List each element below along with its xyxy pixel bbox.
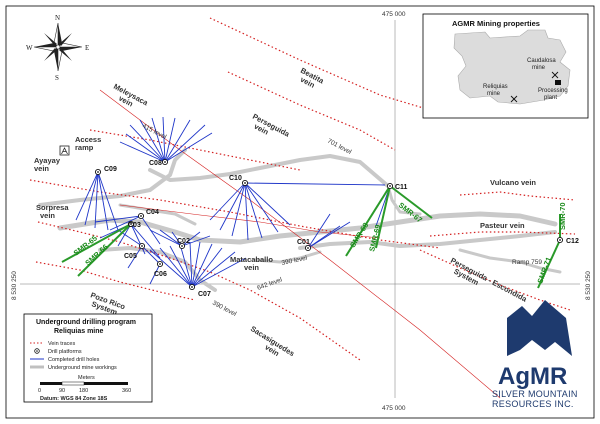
- vulcano-vein-label: Vulcano vein: [490, 178, 536, 187]
- inset-caudalosa-2: mine: [532, 65, 546, 71]
- scale-tick-360: 360: [122, 388, 131, 394]
- sorpresa-vein-label-1: Sorpresa: [36, 203, 69, 212]
- smr-70-label: SMR-70: [558, 202, 567, 230]
- inset-property-outline: [453, 29, 571, 105]
- access-ramp-label-1: Access: [75, 135, 101, 144]
- inset-plant-icon: [555, 80, 561, 85]
- easting-top-label: 475 000: [382, 11, 406, 18]
- inset-reliquias-2: mine: [487, 91, 501, 97]
- pasteur-vein-label: Pasteur vein: [480, 221, 525, 230]
- inset-mine-icon: [551, 71, 559, 79]
- datum-label: Datum: WGS 84 Zone 18S: [40, 396, 108, 402]
- platform-c11: C11: [386, 182, 408, 191]
- platform-c06: C06: [154, 260, 167, 278]
- legend-item-workings: Underground mine workings: [48, 365, 117, 371]
- access-ramp-icon: [59, 145, 70, 156]
- legend-item-holes: Completed drill holes: [48, 357, 100, 363]
- compass-w: W: [26, 44, 33, 52]
- compass-e: E: [85, 44, 89, 52]
- scale-tick-0: 0: [38, 388, 41, 394]
- matacaballo-vein-label-2: vein: [244, 263, 259, 272]
- easting-bottom-label: 475 000: [382, 405, 406, 412]
- legend: Underground drilling program Reliquias m…: [23, 313, 153, 403]
- compass-n: N: [55, 14, 60, 22]
- inset-processing-2: plant: [544, 95, 557, 101]
- platform-c09: C09: [94, 166, 117, 176]
- ramp-759-label: Ramp 759: [512, 259, 542, 266]
- legend-title-2: Reliquias mine: [54, 328, 104, 335]
- inset-reliquias-1: Reliquias: [483, 84, 508, 90]
- inset-processing-1: Processing: [538, 88, 568, 94]
- platform-c12: C12: [556, 236, 579, 245]
- svg-text:C06: C06: [154, 271, 167, 278]
- scale-tick-90: 90: [59, 388, 65, 394]
- inset-title: AGMR Mining properties: [452, 19, 540, 28]
- platform-c10: C10: [229, 175, 249, 187]
- logo-line-1: SILVER MOUNTAIN: [492, 389, 578, 399]
- new-drill-holes: [61, 185, 561, 289]
- platform-c01: C01: [297, 239, 312, 252]
- svg-text:C07: C07: [198, 291, 211, 298]
- svg-text:C09: C09: [104, 166, 117, 173]
- northing-left-label: 8 530 250: [11, 271, 18, 300]
- compass-s: S: [55, 74, 59, 82]
- access-ramp-label-2: ramp: [75, 143, 94, 152]
- platform-c07: C07: [188, 283, 211, 298]
- grid: [20, 20, 580, 398]
- legend-item-vein: Vein traces: [48, 341, 75, 347]
- svg-text:C05: C05: [124, 253, 137, 260]
- matacaballo-vein-label-1: Matacaballo: [230, 255, 273, 264]
- drill-platforms: C01 C02 C03 C04 C05 C06 C07 C08 C09 C10 …: [94, 158, 579, 298]
- scale-bar: [40, 381, 128, 386]
- compass-rose-icon: [33, 22, 83, 72]
- svg-text:C10: C10: [229, 175, 242, 182]
- inset-caudalosa-1: Caudalosa: [527, 58, 556, 64]
- logo-name: AgMR: [498, 363, 567, 390]
- agmr-logo: AgMR SILVER MOUNTAIN RESOURCES INC.: [492, 300, 578, 409]
- svg-text:C11: C11: [395, 184, 408, 191]
- svg-text:C01: C01: [297, 239, 310, 246]
- svg-text:C03: C03: [128, 222, 141, 229]
- logo-line-2: RESOURCES INC.: [492, 399, 574, 409]
- legend-item-platform: Drill platforms: [48, 349, 82, 355]
- platform-c05: C05: [124, 242, 146, 260]
- platform-c08: C08: [149, 158, 169, 167]
- platform-c02: C02: [177, 238, 190, 250]
- platform-c03: C03: [127, 220, 141, 229]
- svg-text:C08: C08: [149, 160, 162, 167]
- svg-text:C12: C12: [566, 238, 579, 245]
- scale-title: Meters: [78, 375, 95, 381]
- northing-right-label: 8 530 250: [585, 271, 592, 300]
- inset-mine-icon: [510, 95, 518, 103]
- sorpresa-vein-label-2: vein: [40, 211, 55, 220]
- ayayay-vein-label-1: Ayayay: [34, 156, 61, 165]
- ayayay-vein-label-2: vein: [34, 164, 49, 173]
- platform-c04: C04: [137, 209, 159, 220]
- svg-text:C04: C04: [146, 209, 159, 216]
- mountain-logo-icon: [507, 300, 572, 356]
- svg-text:C02: C02: [177, 238, 190, 245]
- legend-title-1: Underground drilling program: [36, 319, 136, 326]
- scale-tick-180: 180: [79, 388, 88, 394]
